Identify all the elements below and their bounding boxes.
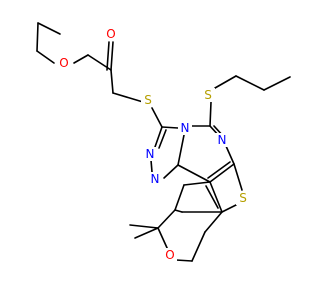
bond bbox=[110, 69, 114, 94]
molecule-diagram: O O S S N N N bbox=[36, 22, 291, 262]
atom-label: N bbox=[218, 133, 227, 147]
thiophene-sulfur: S bbox=[236, 191, 250, 205]
bond bbox=[175, 259, 193, 262]
bond bbox=[233, 163, 243, 191]
bond bbox=[157, 227, 169, 251]
pyran-oxygen: O bbox=[163, 248, 177, 262]
bond bbox=[209, 181, 223, 213]
bond bbox=[134, 227, 159, 239]
bond bbox=[154, 126, 163, 148]
bond bbox=[204, 211, 223, 233]
bond bbox=[221, 204, 237, 213]
atom-label: O bbox=[59, 56, 68, 70]
bond bbox=[163, 164, 179, 179]
bond bbox=[183, 181, 211, 186]
atom-label: N bbox=[181, 121, 190, 135]
atom-label: N bbox=[146, 147, 155, 161]
bond bbox=[73, 54, 89, 64]
atom-label: S bbox=[144, 93, 152, 107]
bond bbox=[174, 209, 183, 213]
atom-label: O bbox=[165, 248, 174, 262]
bond-layer bbox=[36, 22, 291, 262]
bond bbox=[161, 126, 179, 129]
bond bbox=[263, 76, 291, 91]
bond bbox=[177, 164, 211, 183]
atom-label-layer: O O S S N N N bbox=[57, 27, 250, 262]
carbonyl-oxygen: O bbox=[104, 27, 118, 41]
bond bbox=[158, 129, 167, 149]
bond bbox=[209, 101, 212, 127]
bond bbox=[36, 50, 55, 64]
bond bbox=[207, 161, 231, 179]
bond bbox=[106, 41, 110, 71]
bond bbox=[214, 75, 237, 89]
atom-label: S bbox=[239, 191, 247, 205]
structure-drawing: O O S S N N N bbox=[36, 22, 291, 262]
bond bbox=[112, 92, 144, 103]
thioether-sulfur-left: S bbox=[141, 93, 155, 107]
pyrimidine-nitrogen: N bbox=[215, 133, 229, 147]
bond bbox=[209, 163, 235, 183]
thioether-sulfur-top: S bbox=[201, 88, 215, 102]
triazole-nitrogen-upper: N bbox=[143, 147, 157, 161]
bond bbox=[129, 224, 159, 229]
bond bbox=[177, 129, 186, 166]
bond bbox=[151, 107, 163, 128]
bond bbox=[191, 231, 206, 262]
bond bbox=[174, 184, 185, 211]
bond bbox=[205, 185, 219, 209]
atom-label: O bbox=[106, 27, 115, 41]
bridgehead-nitrogen: N bbox=[178, 121, 192, 135]
bond bbox=[110, 41, 114, 71]
atom-label: N bbox=[151, 172, 160, 186]
bond bbox=[225, 145, 235, 165]
bond bbox=[235, 75, 265, 91]
bond bbox=[37, 22, 61, 35]
triazole-nitrogen-lower: N bbox=[148, 172, 162, 186]
bond bbox=[36, 22, 39, 52]
bond bbox=[157, 209, 176, 229]
bond bbox=[150, 159, 153, 173]
ester-ether-oxygen: O bbox=[57, 56, 71, 70]
atom-label: S bbox=[204, 88, 212, 102]
